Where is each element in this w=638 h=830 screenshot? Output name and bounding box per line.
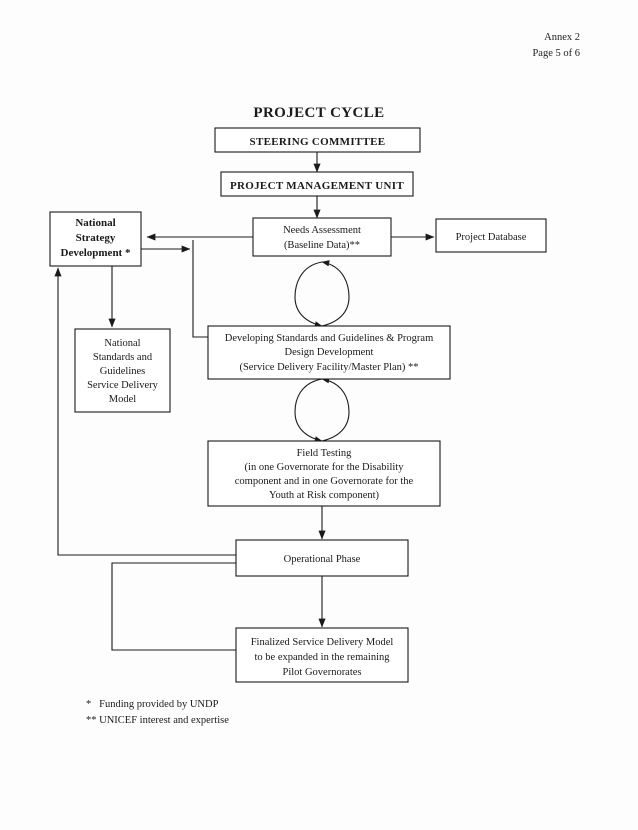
developing-standards-line3: (Service Delivery Facility/Master Plan) … bbox=[239, 362, 418, 373]
node-steering-committee: STEERING COMMITTEE bbox=[214, 127, 421, 153]
national-standards-line5: Model bbox=[109, 394, 136, 405]
node-field-testing: Field Testing (in one Governorate for th… bbox=[207, 440, 441, 507]
national-standards-line3: Guidelines bbox=[100, 366, 146, 377]
node-project-management-unit: PROJECT MANAGEMENT UNIT bbox=[220, 171, 414, 197]
connector-operational-feedback-to-strategy bbox=[54, 267, 236, 556]
page-number-label: Page 5 of 6 bbox=[532, 47, 580, 59]
footnote-single-star: * Funding provided by UNDP bbox=[86, 699, 219, 710]
developing-standards-line2: Design Development bbox=[285, 347, 374, 358]
loop-arrow-standards-up bbox=[321, 377, 350, 442]
node-needs-assessment: Needs Assessment (Baseline Data)** bbox=[252, 217, 392, 257]
node-national-strategy-development: National Strategy Development * bbox=[49, 211, 142, 267]
annex-label: Annex 2 bbox=[544, 32, 580, 43]
node-finalized-model: Finalized Service Delivery Model to be e… bbox=[235, 627, 409, 683]
footnote-double-star: ** UNICEF interest and expertise bbox=[86, 715, 229, 727]
needs-assessment-line1: Needs Assessment bbox=[283, 225, 361, 236]
field-testing-line4: Youth at Risk component) bbox=[269, 490, 380, 501]
national-strategy-line3: Development * bbox=[61, 247, 131, 259]
connector-finalized-feedback-to-operational bbox=[111, 562, 236, 651]
node-national-standards: National Standards and Guidelines Servic… bbox=[74, 328, 171, 413]
national-standards-line1: National bbox=[104, 338, 140, 349]
node-developing-standards: Developing Standards and Guidelines & Pr… bbox=[207, 325, 451, 380]
footnotes-block: * Funding provided by UNDP ** UNICEF int… bbox=[86, 697, 229, 730]
national-standards-line2: Standards and bbox=[93, 352, 153, 363]
field-testing-line1: Field Testing bbox=[297, 448, 353, 459]
national-strategy-line1: National bbox=[75, 217, 115, 229]
developing-standards-line1: Developing Standards and Guidelines & Pr… bbox=[225, 333, 434, 344]
finalized-model-line2: to be expanded in the remaining bbox=[255, 652, 391, 663]
node-project-database: Project Database bbox=[435, 218, 547, 253]
needs-assessment-line2: (Baseline Data)** bbox=[284, 240, 360, 251]
national-standards-line4: Service Delivery bbox=[87, 380, 159, 391]
national-strategy-line2: Strategy bbox=[76, 232, 116, 244]
finalized-model-line1: Finalized Service Delivery Model bbox=[251, 637, 394, 648]
field-testing-line3: component and in one Governorate for the bbox=[235, 476, 414, 487]
diagram-title: PROJECT CYCLE bbox=[253, 105, 385, 121]
project-management-unit-label: PROJECT MANAGEMENT UNIT bbox=[230, 180, 404, 192]
operational-phase-label: Operational Phase bbox=[284, 554, 361, 565]
page-header: Annex 2 Page 5 of 6 bbox=[532, 30, 580, 62]
field-testing-line2: (in one Governorate for the Disability bbox=[245, 462, 405, 473]
node-operational-phase: Operational Phase bbox=[235, 539, 409, 577]
loop-arrow-needs-down bbox=[294, 261, 323, 328]
steering-committee-label: STEERING COMMITTEE bbox=[250, 136, 386, 148]
loop-arrow-needs-up bbox=[321, 260, 350, 327]
connector-junction-to-developing-standards bbox=[192, 240, 208, 338]
project-database-label: Project Database bbox=[456, 232, 527, 243]
loop-arrow-standards-down bbox=[294, 378, 323, 443]
finalized-model-line3: Pilot Governorates bbox=[282, 667, 361, 678]
